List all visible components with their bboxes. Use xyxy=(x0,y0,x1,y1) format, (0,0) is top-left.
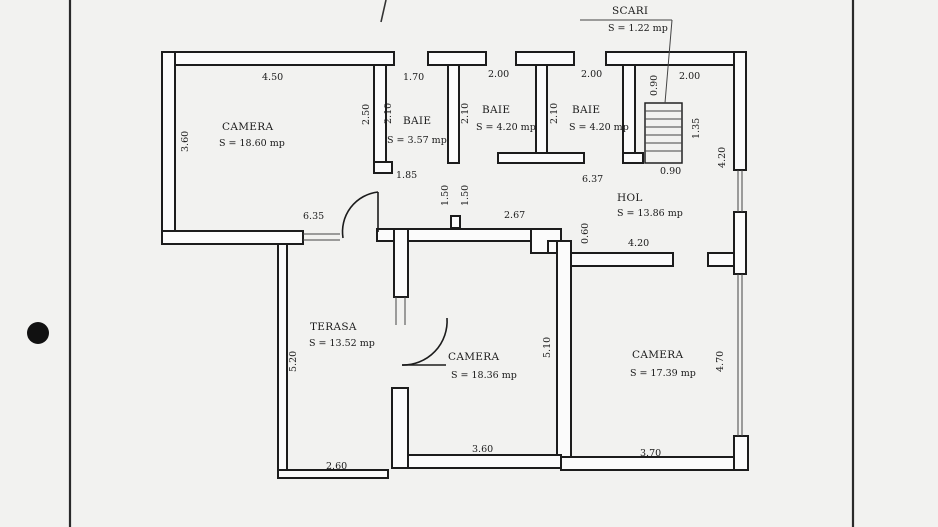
dim-label: 2.10 xyxy=(383,103,394,124)
dim-label: 3.60 xyxy=(180,131,191,152)
dim-label: 1.35 xyxy=(691,118,702,139)
dim-label: 2.10 xyxy=(460,103,471,124)
dim-label: 5.10 xyxy=(542,337,553,358)
dim-label: 4.50 xyxy=(262,72,283,83)
room-baie-3-area: S = 4.20 mp xyxy=(569,122,629,133)
dim-label: 1.50 xyxy=(460,185,471,206)
dim-label: 0.90 xyxy=(649,75,660,96)
room-terasa-name: TERASA xyxy=(310,321,357,333)
room-camera-se-area: S = 17.39 mp xyxy=(630,368,696,379)
dim-label: 2.60 xyxy=(326,461,347,472)
dim-label: 4.20 xyxy=(628,238,649,249)
dim-label: 2.00 xyxy=(581,69,602,80)
room-camera-mid-area: S = 18.36 mp xyxy=(451,370,517,381)
room-terasa-area: S = 13.52 mp xyxy=(309,338,375,349)
room-baie-1-name: BAIE xyxy=(403,115,431,127)
dim-label: 0.60 xyxy=(580,223,591,244)
room-baie-2-name: BAIE xyxy=(482,104,510,116)
room-baie-2-area: S = 4.20 mp xyxy=(476,122,536,133)
room-baie-3-name: BAIE xyxy=(572,104,600,116)
dim-label: 6.35 xyxy=(303,211,324,222)
dimension-labels: 4.50 1.70 2.00 2.00 2.00 3.60 2.50 2.10 … xyxy=(180,69,728,472)
room-camera-nw-name: CAMERA xyxy=(222,121,273,133)
room-baie-1-area: S = 3.57 mp xyxy=(387,135,447,146)
dim-label: 2.00 xyxy=(488,69,509,80)
room-hol-area: S = 13.86 mp xyxy=(617,208,683,219)
room-camera-se-name: CAMERA xyxy=(632,349,683,361)
dim-label: 2.67 xyxy=(504,210,525,221)
thin-lines xyxy=(303,19,743,436)
room-camera-mid-name: CAMERA xyxy=(448,351,499,363)
dim-label: 1.70 xyxy=(403,72,424,83)
dim-label: 0.90 xyxy=(660,166,681,177)
room-camera-nw-area: S = 18.60 mp xyxy=(219,138,285,149)
walls xyxy=(161,51,749,479)
doors xyxy=(341,191,448,366)
dim-label: 3.70 xyxy=(640,448,661,459)
dim-label: 1.85 xyxy=(396,170,417,181)
dim-label: 2.10 xyxy=(549,103,560,124)
dim-label: 2.00 xyxy=(679,71,700,82)
binder-hole xyxy=(27,322,49,344)
stairs xyxy=(644,19,683,164)
dim-label: 4.20 xyxy=(717,147,728,168)
page-mark xyxy=(380,0,387,23)
dim-label: 1.50 xyxy=(440,185,451,206)
room-scari-area: S = 1.22 mp xyxy=(608,23,668,34)
room-hol-name: HOL xyxy=(617,192,643,204)
dim-label: 3.60 xyxy=(472,444,493,455)
dim-label: 6.37 xyxy=(582,174,603,185)
dim-label: 5.20 xyxy=(288,351,299,372)
room-scari-name: SCARI xyxy=(612,5,648,17)
dim-label: 4.70 xyxy=(715,351,726,372)
dim-label: 2.50 xyxy=(361,104,372,125)
